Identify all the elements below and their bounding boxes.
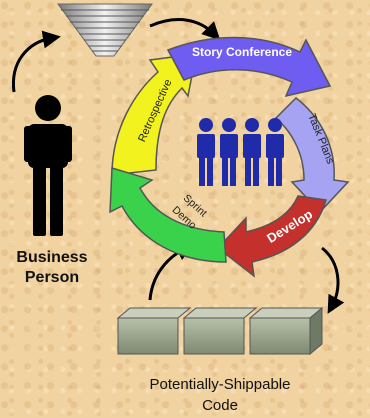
business-person-icon bbox=[24, 95, 72, 236]
business-person-label-line1: Business bbox=[16, 249, 87, 266]
code-blocks-icon bbox=[116, 306, 324, 356]
output-label-line1: Potentially-Shippable bbox=[150, 376, 291, 393]
sprint-cycle bbox=[109, 36, 350, 278]
cycle-to-code-arrow bbox=[321, 246, 345, 314]
story-conference-segment bbox=[166, 36, 332, 98]
backlog-funnel-icon bbox=[57, 3, 153, 57]
output-label-line2: Code bbox=[202, 397, 238, 414]
business-person-label-line2: Person bbox=[25, 269, 79, 286]
person-to-demo-arrow bbox=[148, 243, 195, 301]
funnel-to-cycle-arrow bbox=[149, 18, 221, 41]
person-to-funnel-arrow bbox=[11, 30, 61, 93]
team-icon bbox=[197, 118, 284, 186]
develop-segment bbox=[216, 195, 327, 278]
sprint-demo-segment bbox=[109, 167, 227, 263]
story-conference-label: Story Conference bbox=[192, 45, 292, 59]
